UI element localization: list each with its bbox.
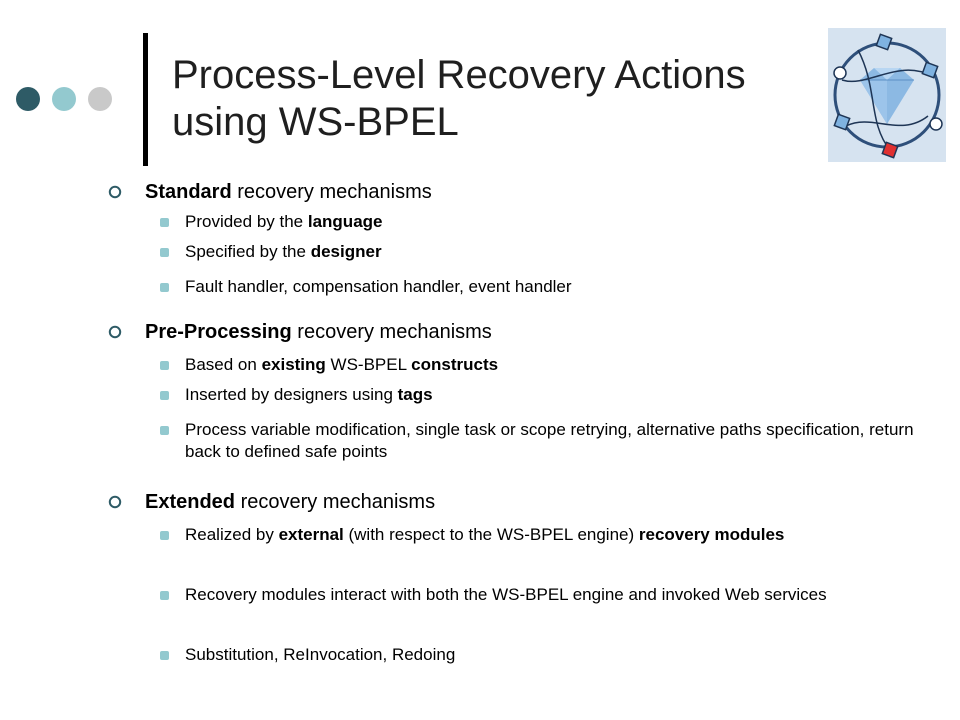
square-bullet-icon — [160, 361, 169, 370]
bullet-item-text: Based on existing WS-BPEL constructs — [185, 354, 950, 376]
square-bullet-icon — [160, 426, 169, 435]
bullet-item-text: Provided by the language — [185, 211, 950, 233]
plain-text: Provided by the — [185, 212, 308, 231]
plain-text: (with respect to the WS-BPEL engine) — [343, 525, 639, 544]
square-bullet-icon — [160, 248, 169, 257]
bullet-item-text: Realized by external (with respect to th… — [185, 524, 950, 546]
bold-text: recovery modules — [638, 525, 785, 544]
bullet-item-text: Process variable modification, single ta… — [185, 419, 950, 463]
section-heading-text: Standard recovery mechanisms — [145, 180, 432, 204]
square-bullet-icon — [160, 218, 169, 227]
square-bullet-icon — [160, 591, 169, 600]
square-bullet-icon — [160, 531, 169, 540]
bullet-item-text: Fault handler, compensation handler, eve… — [185, 276, 950, 298]
bullet-item-text: Specified by the designer — [185, 241, 950, 263]
bold-text: language — [307, 212, 383, 231]
light-teal-dot — [52, 87, 76, 111]
plain-text: recovery mechanisms — [235, 491, 436, 513]
title-divider-line — [143, 33, 148, 166]
decorative-dots — [16, 87, 112, 111]
plain-text: Substitution, ReInvocation, Redoing — [185, 645, 456, 664]
bold-text: Extended — [145, 491, 236, 513]
gray-dot — [88, 87, 112, 111]
plain-text: Recovery modules interact with both the … — [185, 585, 827, 604]
plain-text: Realized by — [185, 525, 279, 544]
dark-teal-dot — [16, 87, 40, 111]
plain-text: recovery mechanisms — [231, 181, 432, 203]
ring-bullet-icon — [108, 185, 122, 199]
slide-title: Process-Level Recovery Actions using WS-… — [172, 53, 746, 144]
section-heading-text: Pre-Processing recovery mechanisms — [145, 320, 492, 344]
bullet-item-text: Recovery modules interact with both the … — [185, 584, 950, 606]
square-bullet-icon — [160, 391, 169, 400]
plain-text: WS-BPEL — [325, 355, 412, 374]
section-heading-text: Extended recovery mechanisms — [145, 490, 435, 514]
plain-text: recovery mechanisms — [291, 321, 492, 343]
square-bullet-icon — [160, 283, 169, 292]
plain-text: Process variable modification, single ta… — [185, 420, 914, 461]
bold-text: designer — [310, 242, 382, 261]
bpel-diamond-network-logo-icon — [828, 28, 946, 162]
bold-text: external — [278, 525, 344, 544]
bullet-item-text: Substitution, ReInvocation, Redoing — [185, 644, 950, 666]
ring-bullet-icon — [108, 495, 122, 509]
bold-text: Pre-Processing — [145, 321, 292, 343]
bold-text: tags — [397, 385, 433, 404]
plain-text: Specified by the — [185, 242, 311, 261]
bold-text: constructs — [411, 355, 499, 374]
plain-text: Inserted by designers using — [185, 385, 398, 404]
square-bullet-icon — [160, 651, 169, 660]
plain-text: Based on — [185, 355, 262, 374]
bullet-item-text: Inserted by designers using tags — [185, 384, 950, 406]
ring-bullet-icon — [108, 325, 122, 339]
bold-text: Standard — [145, 181, 232, 203]
bold-text: existing — [261, 355, 326, 374]
plain-text: Fault handler, compensation handler, eve… — [185, 277, 572, 296]
